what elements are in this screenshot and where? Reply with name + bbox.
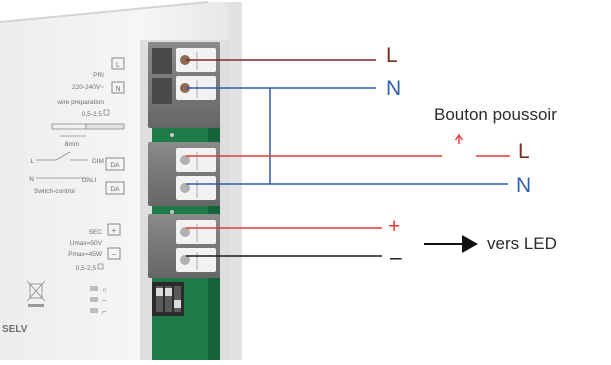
terminal-block-pri — [148, 42, 220, 128]
pri-label: PRI — [93, 72, 104, 79]
plus-marker-box — [107, 223, 121, 236]
dip-symbol-1: ∩ — [102, 287, 107, 294]
dip-symbol-3: ⌐ — [102, 309, 106, 316]
l-marker-box — [111, 57, 125, 70]
dip-legend-icon — [90, 286, 98, 313]
minus-marker: − — [112, 250, 117, 259]
dim-label: DIM — [92, 158, 104, 165]
switch-neutral-label: N — [516, 174, 532, 197]
strip-length-label: 8mm — [65, 141, 79, 148]
da-marker-2: DA — [110, 186, 120, 193]
wiring-lines — [186, 59, 510, 257]
wire-strip-icon — [51, 123, 125, 137]
pmax-label: Pmax=45W — [68, 251, 103, 258]
switch-control-label: Switch-control — [34, 188, 75, 195]
n-marker-box — [111, 81, 125, 94]
terminal-block-dali — [148, 142, 220, 206]
plus-marker: + — [112, 226, 117, 235]
terminal-block-sec — [148, 214, 220, 278]
sec-gauge-square — [97, 263, 104, 270]
switch-live-label: L — [518, 140, 530, 163]
da-marker-box-1 — [105, 157, 125, 171]
minus-marker-box — [107, 247, 121, 260]
housing-labels: L PRI 220-240V~ N wire preparation 0,5-2… — [2, 57, 125, 335]
voltage-label: 220-240V~ — [72, 84, 104, 91]
switch-symbol-icon — [36, 151, 88, 179]
l-marker: L — [116, 62, 120, 69]
dali-label: DALI — [82, 177, 97, 184]
n-marker: N — [115, 86, 120, 93]
da-marker-1: DA — [110, 162, 120, 169]
live-label: L — [386, 44, 398, 67]
sec-gauge-label: 0,5-2,5 — [76, 265, 97, 272]
push-button-label: Bouton poussoir — [434, 105, 557, 124]
led-label: vers LED — [487, 234, 557, 253]
n-small-label: N — [29, 176, 34, 183]
umax-label: Umax=50V — [70, 240, 103, 247]
sec-label: SEC — [89, 229, 103, 236]
wire-gauge-label: 0,5-2,5 — [82, 111, 103, 118]
push-button-symbol — [454, 133, 464, 144]
weee-bin-icon — [26, 280, 46, 307]
l-small-label: L — [30, 158, 34, 165]
da-marker-box-2 — [105, 181, 125, 195]
positive-label: + — [388, 215, 401, 238]
wire-prep-label: wire preparation — [56, 99, 104, 106]
led-arrow-icon — [424, 235, 478, 253]
wire-gauge-square — [103, 109, 110, 116]
selv-label: SELV — [2, 324, 28, 335]
neutral-label: N — [386, 77, 402, 100]
dip-symbol-2: ~ — [102, 298, 106, 305]
dip-switch — [152, 282, 184, 316]
negative-label: – — [390, 246, 402, 269]
